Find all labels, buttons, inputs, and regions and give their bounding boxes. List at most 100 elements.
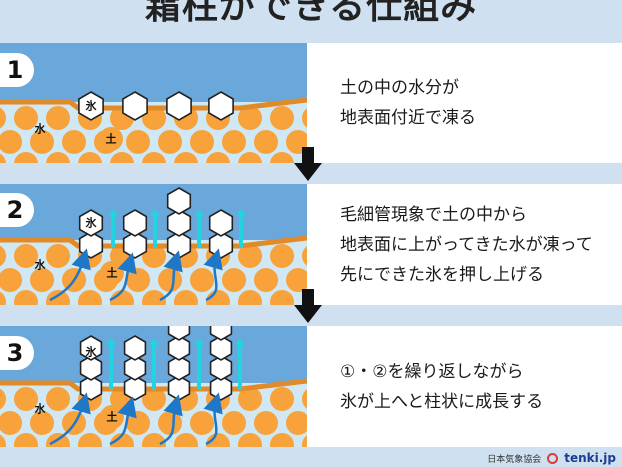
soil-particle xyxy=(142,106,166,130)
soil-particle xyxy=(0,291,6,305)
ice-crystal xyxy=(123,335,147,361)
soil-particle xyxy=(99,127,123,151)
soil-particle xyxy=(238,152,262,163)
ground-surface-line xyxy=(0,378,307,392)
step-panel-3: 氷土水 ①・②を繰り返しながら 氷が上へと柱状に成長する 3 xyxy=(0,326,622,447)
step-3-scene-svg: 氷土水 xyxy=(0,326,307,447)
water-flow-arrow xyxy=(49,248,91,302)
ice-crystal xyxy=(209,335,233,361)
soil-particle xyxy=(270,152,294,163)
soil-particle xyxy=(78,433,102,447)
water-label: 水 xyxy=(35,258,47,272)
step-1-description: 土の中の水分が 地表面付近で凍る xyxy=(307,43,622,163)
soil-particle xyxy=(302,108,307,128)
step-1-illustration: 氷土 水 xyxy=(0,43,307,163)
ice-label: 氷 xyxy=(86,99,98,113)
soil-particle xyxy=(174,290,198,305)
ice-crystal xyxy=(122,209,148,237)
soil-particle xyxy=(158,268,182,292)
soil-particle xyxy=(206,152,230,163)
ice-growth-arrowhead xyxy=(236,209,246,216)
soil-particle xyxy=(14,290,38,305)
soil-particle xyxy=(110,290,134,305)
ice-crystal xyxy=(79,335,103,361)
step-3-number: 3 xyxy=(0,336,34,370)
step-2-line-3: 先にできた氷を押し上げる xyxy=(340,264,544,285)
ice-crystal xyxy=(166,209,192,237)
ice-crystal xyxy=(209,326,233,341)
step-1-line-1: 土の中の水分が xyxy=(340,78,459,98)
soil-particle xyxy=(286,130,307,154)
ice-growth-arrow xyxy=(111,215,115,248)
ice-crystal xyxy=(208,209,234,237)
soil-particle xyxy=(238,433,262,447)
water-flow-arrow xyxy=(109,396,137,446)
ice-crystal xyxy=(122,91,148,121)
ice-crystal xyxy=(166,187,192,215)
soil-particle xyxy=(270,106,294,130)
soil-particle xyxy=(14,244,38,268)
water-label: 水 xyxy=(35,122,47,136)
soil-particle xyxy=(126,411,150,435)
step-2-line-1: 毛細管現象で土の中から xyxy=(340,204,527,225)
soil-particle xyxy=(206,433,230,447)
soil-particle xyxy=(222,268,246,292)
soil-particle xyxy=(142,290,166,305)
ice-crystal xyxy=(167,355,191,381)
soil-particle xyxy=(142,387,166,411)
soil-particle xyxy=(254,268,278,292)
soil-particle xyxy=(270,244,294,268)
soil-particle xyxy=(30,268,54,292)
soil-particle xyxy=(0,411,22,435)
soil-particle xyxy=(110,433,134,447)
ice-growth-arrowhead xyxy=(194,338,204,345)
credit-brand: tenki.jp xyxy=(564,451,616,465)
ice-crystal xyxy=(123,355,147,381)
soil-particle xyxy=(238,244,262,268)
step-2-line-2: 地表面に上がってきた水が凍って xyxy=(340,234,593,255)
water-flow-arrow xyxy=(159,250,183,302)
soil-particle xyxy=(0,153,6,163)
step-1-line-2: 地表面付近で凍る xyxy=(340,108,476,128)
soil-particle xyxy=(30,130,54,154)
soil-particle xyxy=(46,387,70,411)
soil-particle xyxy=(0,245,6,267)
soil-particle xyxy=(30,411,54,435)
ice-label: 氷 xyxy=(86,345,98,359)
step-panel-2: 氷土水 毛細管現象で土の中から 地表面に上がってきた水が凍って 先にできた氷を押… xyxy=(0,184,622,305)
soil-particle xyxy=(46,290,70,305)
soil-particle xyxy=(110,152,134,163)
step-3-line-2: 氷が上へと柱状に成長する xyxy=(340,391,544,412)
step-2-description: 毛細管現象で土の中から 地表面に上がってきた水が凍って 先にできた氷を押し上げる xyxy=(307,184,622,305)
credit-org: 日本気象協会 xyxy=(487,454,542,465)
page-title: 霜柱ができる仕組み xyxy=(144,0,478,27)
water-flow-arrow xyxy=(49,392,91,446)
soil-particle xyxy=(14,106,38,130)
soil-particle xyxy=(142,244,166,268)
down-arrow-icon xyxy=(294,147,322,181)
ice-growth-arrow xyxy=(238,344,242,390)
soil-label: 土 xyxy=(106,132,117,146)
soil-particle xyxy=(46,106,70,130)
ice-growth-arrow xyxy=(109,344,113,390)
soil-particle xyxy=(302,435,307,447)
step-3-line-1: ①・②を繰り返しながら xyxy=(340,361,524,382)
soil-particle xyxy=(254,130,278,154)
soil-particle xyxy=(190,130,214,154)
water-flow-arrow xyxy=(159,394,183,446)
soil-particle xyxy=(190,411,214,435)
ice-growth-arrowhead xyxy=(194,209,204,216)
soil-particle xyxy=(270,290,294,305)
step-2-number: 2 xyxy=(0,193,34,227)
soil-particle xyxy=(174,152,198,163)
ice-growth-arrow xyxy=(197,215,201,248)
step-3-illustration: 氷土水 xyxy=(0,326,307,447)
sky xyxy=(0,43,307,102)
soil-particle xyxy=(0,434,6,447)
soil-particle xyxy=(302,389,307,409)
soil-particle xyxy=(0,130,22,154)
step-1-scene-svg: 氷土 水 xyxy=(0,43,307,163)
ice-growth-arrow xyxy=(197,344,201,390)
ground-surface-line xyxy=(0,97,307,111)
step-2-illustration: 氷土水 xyxy=(0,184,307,305)
